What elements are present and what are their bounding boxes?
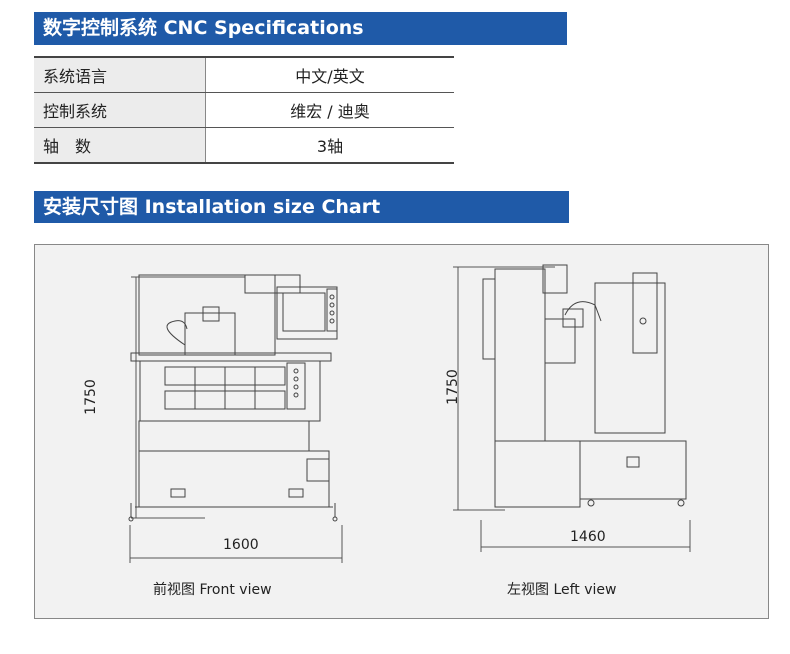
spec-value: 维宏 / 迪奥 xyxy=(205,92,454,128)
front-width-label: 1600 xyxy=(223,537,259,553)
spec-value: 中文/英文 xyxy=(205,56,454,93)
spec-key: 系统语言 xyxy=(34,56,206,93)
installation-size-chart: 1750 1600 前视图 Front view 1750 1460 左视图 L… xyxy=(34,244,769,619)
spec-table: 系统语言 中文/英文 控制系统 维宏 / 迪奥 轴 数 3轴 xyxy=(34,56,454,164)
left-height-label: 1750 xyxy=(444,369,461,405)
table-row: 轴 数 3轴 xyxy=(34,127,454,164)
front-height-dimension-line xyxy=(131,276,245,519)
front-view-caption: 前视图 Front view xyxy=(153,582,272,598)
left-height-dimension-line xyxy=(453,266,555,511)
machine-drawings xyxy=(128,264,691,563)
spec-key: 轴 数 xyxy=(34,127,206,164)
front-height-label: 1750 xyxy=(82,379,99,415)
spec-key: 控制系统 xyxy=(34,92,206,128)
table-row: 控制系统 维宏 / 迪奥 xyxy=(34,92,454,128)
section-header-installation-size: 安装尺寸图 Installation size Chart xyxy=(34,191,569,223)
left-view-caption: 左视图 Left view xyxy=(507,582,617,598)
left-width-dimension-line xyxy=(480,520,691,552)
left-width-label: 1460 xyxy=(570,529,606,545)
front-view-machine xyxy=(128,274,338,522)
spec-value: 3轴 xyxy=(205,127,454,164)
section-title: 数字控制系统 CNC Specifications xyxy=(43,17,364,39)
table-row: 系统语言 中文/英文 xyxy=(34,56,454,93)
front-width-dimension-line xyxy=(129,525,343,563)
section-title: 安装尺寸图 Installation size Chart xyxy=(43,196,381,218)
section-header-cnc-specifications: 数字控制系统 CNC Specifications xyxy=(34,12,567,45)
left-view-machine xyxy=(482,264,687,508)
